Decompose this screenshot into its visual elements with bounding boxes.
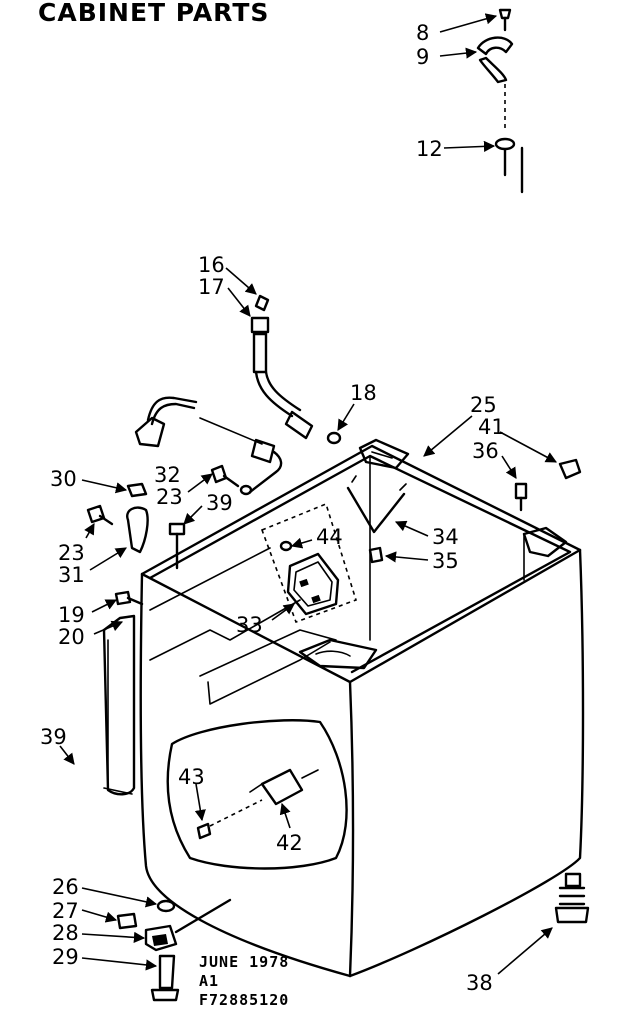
callout-42: 42	[276, 831, 303, 855]
callout-34: 34	[432, 525, 459, 549]
callout-43: 43	[178, 765, 205, 789]
stamp-date: JUNE 1978	[199, 953, 290, 971]
wire-harness	[134, 396, 283, 496]
cutaway-detail	[166, 719, 348, 870]
leg-assembly	[116, 898, 232, 1002]
hose-assembly	[250, 294, 342, 445]
top-clip-assembly	[476, 8, 524, 194]
switch-assembly	[260, 502, 357, 624]
callout-31: 31	[58, 563, 85, 587]
callout-23-a: 23	[156, 485, 183, 509]
callout-39-a: 39	[206, 491, 233, 515]
leg-38	[554, 872, 590, 924]
callout-39-b: 39	[40, 725, 67, 749]
callout-38: 38	[466, 971, 493, 995]
callout-35: 35	[432, 549, 459, 573]
left-hardware	[86, 464, 240, 606]
callout-19: 19	[58, 603, 85, 627]
callout-26: 26	[52, 875, 79, 899]
callout-27: 27	[52, 899, 79, 923]
side-panel	[102, 614, 136, 796]
callout-8: 8	[416, 21, 429, 45]
callout-33: 33	[236, 613, 263, 637]
callout-32: 32	[154, 463, 181, 487]
callout-28: 28	[52, 921, 79, 945]
callout-29: 29	[52, 945, 79, 969]
stamp-rev: A1	[199, 972, 220, 990]
callout-36: 36	[472, 439, 499, 463]
callout-41: 41	[478, 415, 505, 439]
diagram-title: CABINET PARTS	[38, 0, 270, 27]
callout-12: 12	[416, 137, 443, 161]
callout-17: 17	[198, 275, 225, 299]
top-right-hardware	[368, 458, 582, 564]
callout-9: 9	[416, 45, 429, 69]
callout-labels: 8 9 12 16 17 18 25 41 36 30 32 23 39 23 …	[40, 21, 505, 995]
callout-23-b: 23	[58, 541, 85, 565]
stamp-code: F72885120	[199, 991, 290, 1009]
cabinet-body	[139, 438, 585, 978]
callout-18: 18	[350, 381, 377, 405]
callout-30: 30	[50, 467, 77, 491]
callout-20: 20	[58, 625, 85, 649]
leader-lines	[59, 13, 557, 975]
callout-25: 25	[470, 393, 497, 417]
callout-44: 44	[316, 525, 343, 549]
callout-16: 16	[198, 253, 225, 277]
